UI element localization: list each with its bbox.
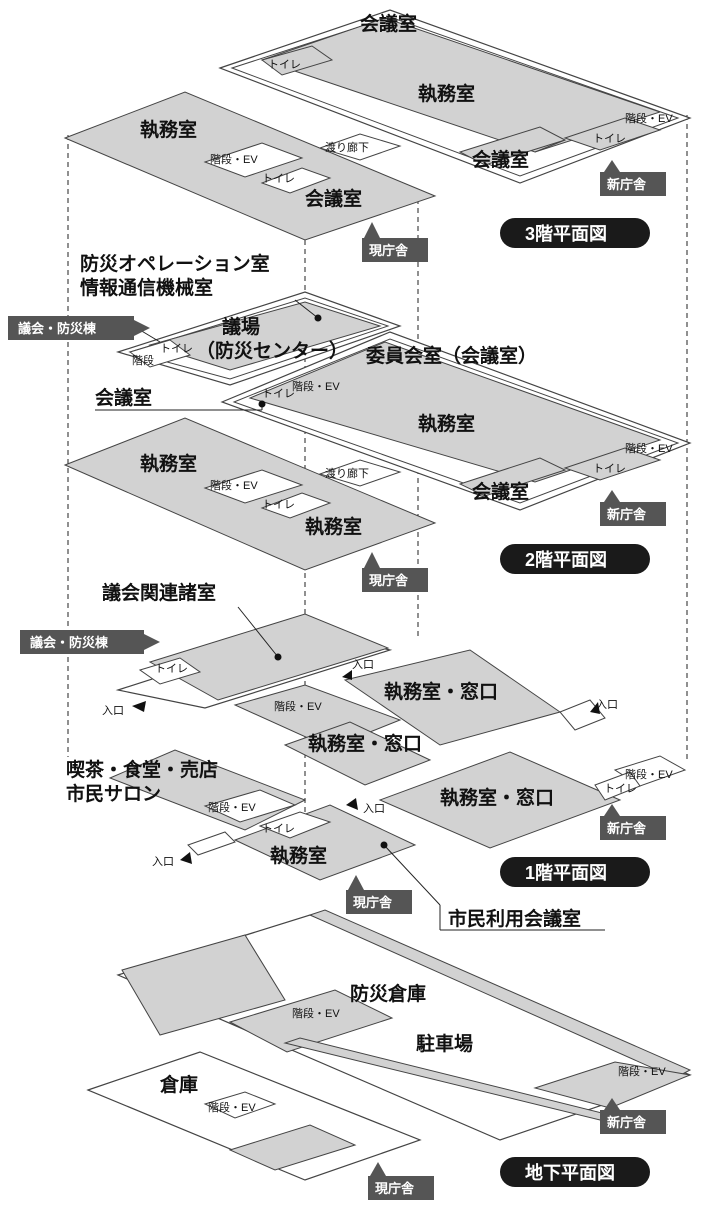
svg-text:議会・防災棟: 議会・防災棟 [18, 321, 97, 336]
f1-assembly-building-tag: 議会・防災棟 [20, 630, 160, 654]
f2-assembly-hall-label: 議場 [222, 315, 260, 338]
f3-new-building [218, 9, 692, 184]
f2-current-building-tag: 現庁舎 [362, 552, 428, 592]
f2-stairs-ev-new-label: 階段・EV [292, 379, 340, 393]
f1-office-window-2-label: 執務室・窓口 [308, 732, 422, 755]
f2-stairs-ev-current-label: 階段・EV [210, 478, 258, 492]
f2-stairs-ev-new2-label: 階段・EV [625, 441, 673, 455]
f1-current-building-tag: 現庁舎 [346, 875, 412, 914]
b1-current-building-tag: 現庁舎 [368, 1162, 434, 1200]
b1-new-building-tag: 新庁舎 [600, 1098, 666, 1134]
svg-text:新庁舎: 新庁舎 [607, 1115, 647, 1130]
svg-text:新庁舎: 新庁舎 [607, 507, 647, 522]
b1-parking-label: 駐車場 [416, 1032, 473, 1055]
svg-text:3階平面図: 3階平面図 [525, 224, 607, 244]
b1-floor [116, 909, 692, 1141]
f1-stairs-ev-new2-label: 階段・EV [625, 767, 673, 781]
b1-storage-block [86, 1051, 422, 1181]
f1-salon-label: 市民サロン [66, 782, 161, 805]
f1-office-window-3-label: 執務室・窓口 [440, 786, 554, 809]
f2-office-new-label: 執務室 [418, 412, 475, 435]
f2-disaster-center-label: （防災センター） [196, 339, 348, 362]
f1-entrance-4-label: 入口 [363, 803, 385, 815]
f1-entrance-5-label: 入口 [152, 856, 174, 868]
f3-bridge-label: 渡り廊下 [325, 140, 369, 154]
f3-title-pill: 3階平面図 [500, 218, 650, 248]
b1-disaster-storage-label: 防災倉庫 [350, 982, 426, 1005]
f1-cafe-label: 喫茶・食堂・売店 [66, 758, 218, 781]
f3-toilet-new2-label: トイレ [593, 133, 626, 145]
svg-text:新庁舎: 新庁舎 [607, 177, 647, 192]
f1-toilet-current-label: トイレ [262, 823, 295, 835]
f1-new-building [233, 649, 687, 849]
f3-toilet-current-label: トイレ [262, 173, 295, 185]
f2-toilet-new2-label: トイレ [593, 463, 626, 475]
f3-stairs-ev-current-label: 階段・EV [210, 152, 258, 166]
f2-meeting-room-new-label: 会議室 [472, 480, 529, 503]
f1-stairs-ev-current-label: 階段・EV [208, 800, 256, 814]
f1-current-building [108, 749, 417, 881]
f1-stairs-ev-new-label: 階段・EV [274, 699, 322, 713]
f3-meeting-room-top-label: 会議室 [360, 12, 417, 35]
f2-meeting-room-side-label: 会議室 [95, 386, 152, 409]
f3-meeting-room-new-label: 会議室 [472, 148, 529, 171]
svg-text:現庁舎: 現庁舎 [353, 895, 393, 910]
f1-office-current-label: 執務室 [270, 844, 327, 867]
f2-assembly-building-tag: 議会・防災棟 [8, 316, 150, 340]
f1-entrance-3-label: 入口 [596, 699, 618, 711]
f2-committee-room-label: 委員会室（会議室） [365, 344, 537, 367]
f2-new-building [220, 331, 692, 511]
f2-assembly-stairs-label: 階段 [132, 353, 154, 367]
svg-text:現庁舎: 現庁舎 [375, 1181, 415, 1196]
f2-current-building [63, 417, 437, 571]
f2-office-current-label: 執務室 [140, 452, 197, 475]
f1-office-window-1-label: 執務室・窓口 [384, 680, 498, 703]
f2-assembly-building [115, 291, 402, 386]
f1-toilet-new-label: トイレ [604, 783, 637, 795]
f2-bridge-label: 渡り廊下 [325, 466, 369, 480]
f1-title-pill: 1階平面図 [500, 857, 650, 887]
f2-toilet-current-label: トイレ [262, 499, 295, 511]
f3-office-current-label: 執務室 [140, 118, 197, 141]
f3-current-building [63, 91, 437, 241]
f3-current-building-tag: 現庁舎 [362, 222, 428, 262]
f2-office-current2-label: 執務室 [305, 515, 362, 538]
svg-text:現庁舎: 現庁舎 [369, 573, 409, 588]
b1-stairs-ev-new-label: 階段・EV [618, 1064, 666, 1078]
svg-text:1階平面図: 1階平面図 [525, 863, 607, 883]
svg-text:地下平面図: 地下平面図 [525, 1162, 615, 1183]
svg-text:現庁舎: 現庁舎 [369, 243, 409, 258]
f2-assembly-toilet-label: トイレ [160, 343, 193, 355]
svg-text:2階平面図: 2階平面図 [525, 550, 607, 570]
f3-toilet-new-label: トイレ [268, 59, 301, 71]
f2-new-building-tag: 新庁舎 [600, 490, 666, 526]
f1-new-building-tag: 新庁舎 [600, 804, 666, 840]
f3-stairs-ev-new-label: 階段・EV [625, 111, 673, 125]
f2-toilet-new-label: トイレ [262, 388, 295, 400]
f3-new-building-tag: 新庁舎 [600, 160, 666, 196]
f1-citizen-meeting-label: 市民利用会議室 [448, 907, 581, 930]
b1-stairs-ev-label: 階段・EV [292, 1006, 340, 1020]
f3-meeting-room-current-label: 会議室 [305, 187, 362, 210]
f1-assembly-toilet-label: トイレ [155, 663, 188, 675]
f1-assembly-rooms-label: 議会関連諸室 [102, 581, 216, 604]
f2-ops-room-label: 防災オペレーション室 [80, 252, 270, 275]
b1-title-pill: 地下平面図 [500, 1157, 650, 1187]
svg-text:議会・防災棟: 議会・防災棟 [30, 635, 109, 650]
b1-storage-label: 倉庫 [159, 1073, 198, 1096]
f3-office-new-label: 執務室 [418, 82, 475, 105]
f1-entrance-1-label: 入口 [102, 705, 124, 717]
svg-text:新庁舎: 新庁舎 [607, 821, 647, 836]
f1-entrance-2-label: 入口 [352, 659, 374, 671]
f2-title-pill: 2階平面図 [500, 544, 650, 574]
b1-stairs-ev-current-label: 階段・EV [208, 1100, 256, 1114]
f2-comm-room-label: 情報通信機械室 [80, 276, 213, 299]
f1-assembly-building [115, 613, 393, 709]
